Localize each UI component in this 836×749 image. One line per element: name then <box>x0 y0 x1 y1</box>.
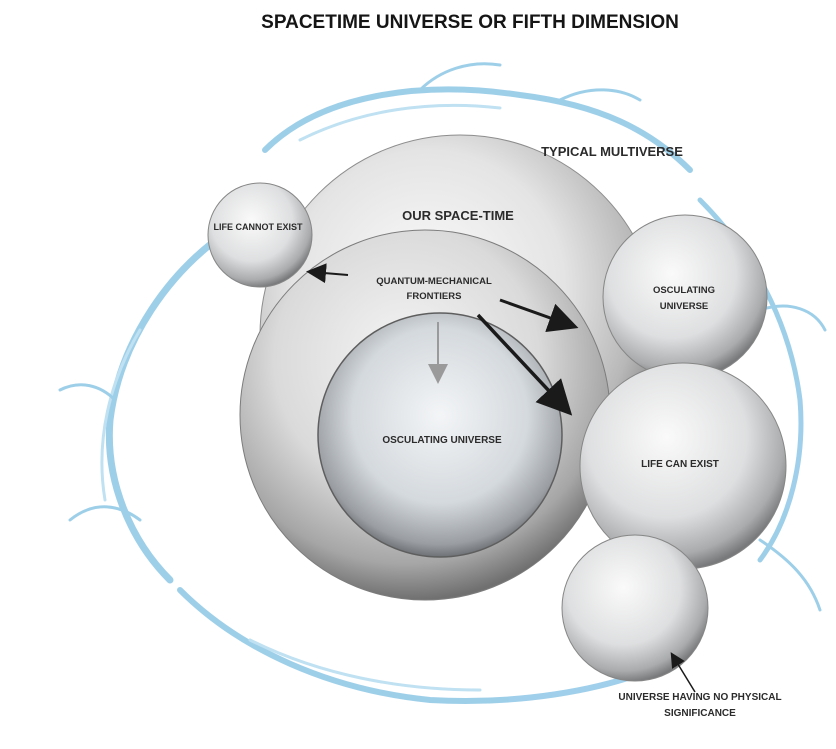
diagram-title: SPACETIME UNIVERSE OR FIFTH DIMENSION <box>261 12 679 33</box>
inner-osculating-universe-bubble <box>317 312 563 558</box>
arrow-to-osculating-universe-right <box>499 298 579 333</box>
label-life-can-exist: LIFE CAN EXIST <box>641 459 719 470</box>
label-osculating-universe-right-line2: UNIVERSE <box>660 301 709 312</box>
life-cannot-exist-bubble <box>207 182 313 288</box>
no-physical-significance-bubble <box>561 534 709 682</box>
arrow-to-no-physical-significance <box>670 652 696 693</box>
label-no-physical-line1: UNIVERSE HAVING NO PHYSICAL <box>618 692 781 703</box>
label-quantum-line1: QUANTUM-MECHANICAL <box>376 276 492 287</box>
label-osculating-universe-inner: OSCULATING UNIVERSE <box>382 435 502 446</box>
label-quantum-line2: FRONTIERS <box>407 291 462 302</box>
arrow-to-life-can-exist <box>476 313 573 416</box>
osculating-universe-right-bubble <box>602 214 768 380</box>
label-no-physical-line2: SIGNIFICANCE <box>664 708 736 719</box>
arrow-to-life-cannot-exist <box>306 263 349 284</box>
label-typical-multiverse: TYPICAL MULTIVERSE <box>541 144 683 159</box>
label-osculating-universe-right-line1: OSCULATING <box>653 285 715 296</box>
label-life-cannot-exist: LIFE CANNOT EXIST <box>213 222 303 232</box>
label-our-space-time: OUR SPACE-TIME <box>402 208 514 223</box>
